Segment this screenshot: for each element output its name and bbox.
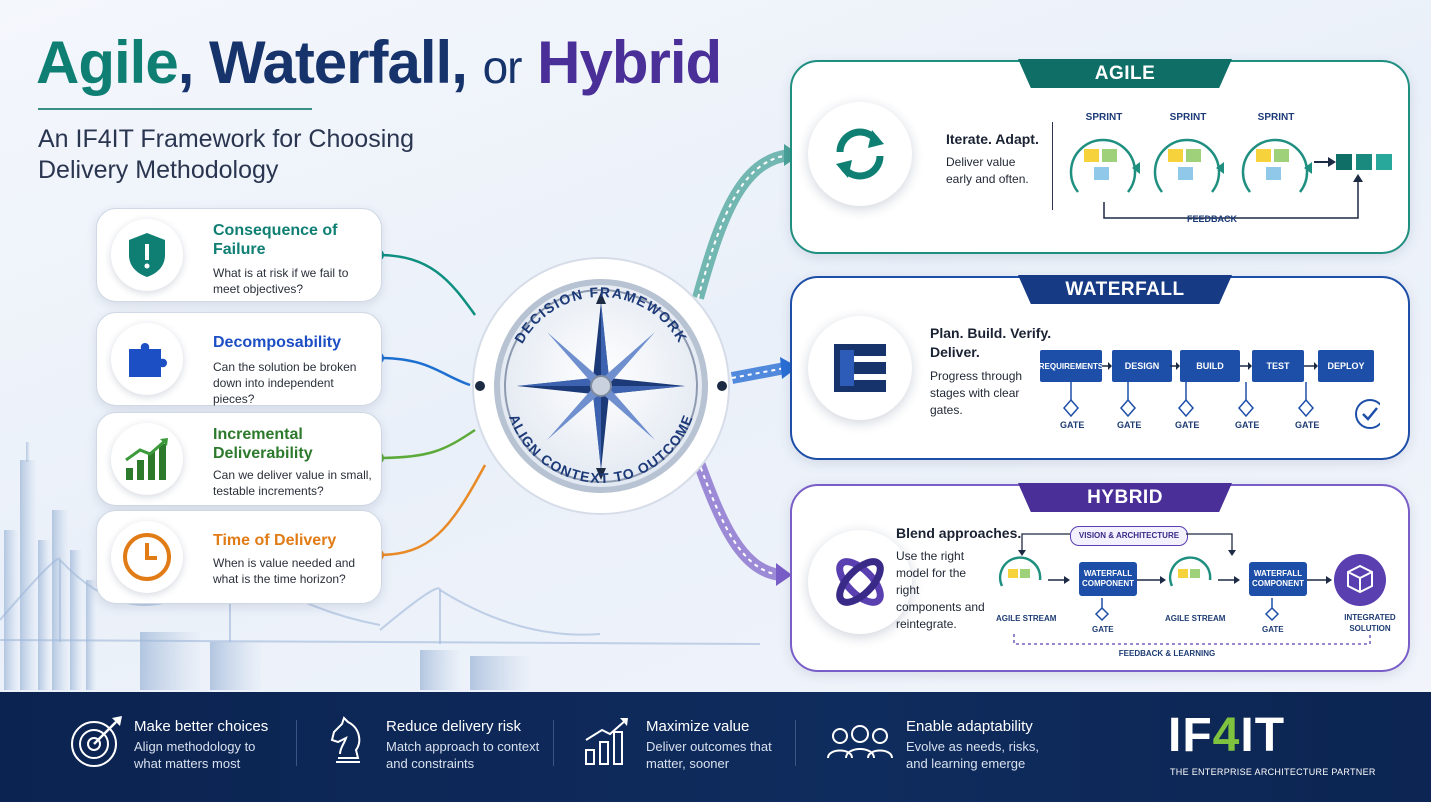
title-waterfall: Waterfall: [209, 29, 452, 96]
page-title: Agile, Waterfall, or Hybrid: [36, 28, 722, 97]
brand-part-3: IT: [1240, 709, 1286, 762]
vision-architecture-box: VISION & ARCHITECTURE: [1070, 526, 1188, 546]
phase-requirements: REQUIREMENTS: [1039, 350, 1103, 382]
agile-description: Deliver value early and often.: [946, 155, 1029, 186]
footer-item-title: Make better choices: [134, 718, 269, 735]
phase-build: BUILD: [1180, 350, 1240, 382]
waterfall-description: Progress through stages with clear gates…: [930, 369, 1023, 417]
criteria-card-time: Time of Delivery When is value needed an…: [96, 510, 382, 604]
hybrid-gate-label-2: GATE: [1262, 625, 1284, 634]
brand-part-2: 4: [1212, 709, 1241, 762]
hybrid-panel: HYBRID Blend approaches. Use the right m…: [790, 483, 1410, 672]
gate-label-2: GATE: [1117, 420, 1142, 430]
brand-logo: IF4IT: [1168, 708, 1285, 763]
agile-panel: AGILE Iterate. Adapt. Deliver value earl…: [790, 59, 1410, 254]
agile-tab: AGILE: [1018, 59, 1232, 88]
criteria-title: Consequence of Failure: [213, 222, 338, 258]
hybrid-description: Use the right model for the right compon…: [896, 549, 985, 631]
waterfall-tab: WATERFALL: [1018, 275, 1232, 304]
waterfall-component-2: WATERFALL COMPONENT: [1249, 562, 1307, 596]
title-divider: [38, 108, 312, 110]
refresh-cycle-icon: [808, 102, 912, 206]
title-hybrid: Hybrid: [537, 29, 722, 96]
criteria-card-consequence: Consequence of Failure What is at risk i…: [96, 208, 382, 302]
phase-design: DESIGN: [1112, 350, 1172, 382]
phase-test: TEST: [1252, 350, 1304, 382]
feedback-label: FEEDBACK: [1187, 214, 1238, 224]
title-comma-1: ,: [177, 29, 195, 96]
growth-chart-icon: [585, 718, 628, 765]
footer-band: Make better choices Align methodology to…: [0, 692, 1431, 802]
footer-item-line2: and constraints: [386, 756, 475, 771]
hybrid-heading: Blend approaches.: [896, 525, 1022, 541]
integrated-solution-label: INTEGRATED SOLUTION: [1344, 613, 1396, 633]
hybrid-flow-diagram: [998, 533, 1386, 645]
hybrid-gate-label-1: GATE: [1092, 625, 1114, 634]
criteria-description: What is at risk if we fail to meet objec…: [213, 266, 349, 296]
gate-label-1: GATE: [1060, 420, 1085, 430]
agile-divider: [1052, 122, 1053, 210]
gate-label-4: GATE: [1235, 420, 1260, 430]
phase-deploy: DEPLOY: [1318, 350, 1374, 382]
sprint-label-1: SPRINT: [1086, 112, 1123, 123]
footer-item-line1: Align methodology to: [134, 739, 256, 754]
interlinked-rings-icon: [808, 530, 912, 634]
shield-alert-icon: [111, 219, 183, 291]
footer-separator: [795, 720, 796, 766]
footer-item-line2: matter, sooner: [646, 756, 730, 771]
footer-item-line2: and learning emerge: [906, 756, 1026, 771]
feedback-learning-label: FEEDBACK & LEARNING: [1118, 649, 1216, 658]
footer-separator: [553, 720, 554, 766]
waterfall-steps-icon: [808, 316, 912, 420]
agile-sprint-diagram: SPRINT SPRINT SPRINT FEEDBACK: [1069, 112, 1392, 224]
sprint-label-3: SPRINT: [1258, 112, 1295, 123]
waterfall-heading: Plan. Build. Verify. Deliver.: [930, 325, 1052, 360]
footer-item-title: Enable adaptability: [906, 718, 1033, 735]
footer-separator: [296, 720, 297, 766]
criteria-description: Can we deliver value in small, testable …: [213, 468, 372, 498]
brand-tagline: THE ENTERPRISE ARCHITECTURE PARTNER: [1170, 767, 1376, 777]
decision-framework-compass: DECISION FRAMEWORK ALIGN CONTEXT TO OUTC…: [472, 257, 730, 515]
sprint-label-2: SPRINT: [1170, 112, 1207, 123]
title-comma-2: ,: [451, 29, 468, 96]
waterfall-flow-diagram: [1063, 362, 1380, 429]
footer-item-title: Reduce delivery risk: [386, 718, 522, 735]
footer-item-title: Maximize value: [646, 718, 750, 735]
criteria-card-decomposability: Decomposability Can the solution be brok…: [96, 312, 382, 406]
chess-knight-icon: [330, 716, 361, 763]
waterfall-component-1: WATERFALL COMPONENT: [1079, 562, 1137, 596]
footer-item-line1: Match approach to context: [386, 739, 540, 754]
title-or: or: [482, 41, 523, 93]
agile-heading: Iterate. Adapt.: [946, 131, 1039, 147]
criteria-title: Incremental Deliverability: [213, 426, 313, 462]
clock-icon: [111, 521, 183, 593]
people-icon: [827, 725, 893, 759]
criteria-description: Can the solution be broken down into ind…: [213, 360, 357, 406]
agile-stream-label-2: AGILE STREAM: [1165, 614, 1226, 623]
page-subtitle: An IF4IT Framework for Choosing Delivery…: [38, 125, 415, 184]
footer-item-line1: Deliver outcomes that: [646, 739, 772, 754]
criteria-description: When is value needed and what is the tim…: [213, 556, 356, 586]
title-agile: Agile: [36, 29, 179, 96]
gate-label-3: GATE: [1175, 420, 1200, 430]
brand-part-1: IF: [1168, 709, 1213, 762]
footer-item-line1: Evolve as needs, risks,: [906, 739, 1039, 754]
growth-bars-icon: [111, 423, 183, 495]
gate-label-5: GATE: [1295, 420, 1320, 430]
criteria-card-incremental: Incremental Deliverability Can we delive…: [96, 412, 382, 506]
hybrid-tab: HYBRID: [1018, 483, 1232, 512]
criteria-title: Time of Delivery: [213, 532, 337, 549]
waterfall-panel: WATERFALL Plan. Build. Verify. Deliver. …: [790, 275, 1410, 460]
criteria-title: Decomposability: [213, 334, 342, 351]
puzzle-piece-icon: [111, 323, 183, 395]
agile-stream-label-1: AGILE STREAM: [996, 614, 1057, 623]
target-icon: [71, 716, 122, 767]
footer-item-line2: what matters most: [134, 756, 241, 771]
